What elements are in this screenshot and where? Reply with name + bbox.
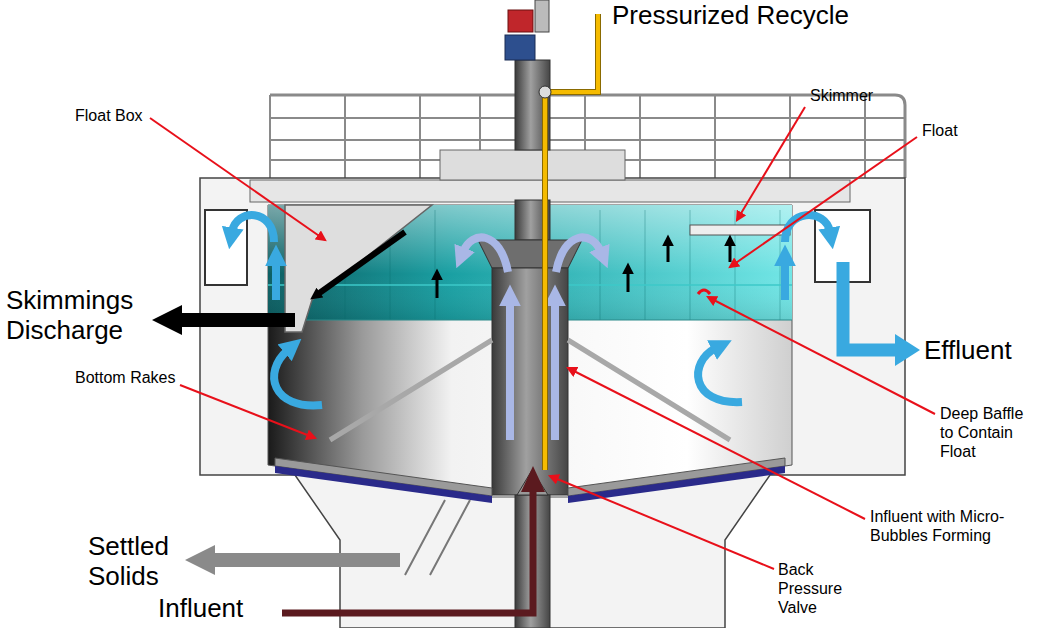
leader-lines-part	[180, 385, 315, 438]
center-well-part	[492, 268, 568, 495]
settled-solids-arrow-part	[185, 545, 400, 575]
float-box-part	[285, 205, 432, 332]
recycle-pipe	[539, 14, 598, 470]
callout-label: Skimmings Discharge	[6, 286, 156, 346]
well-flow-arrows-part	[551, 302, 559, 440]
callout-label: Influent with Micro-Bubbles Forming	[870, 507, 1042, 545]
influent-arrow-part	[521, 466, 545, 492]
well-flow-arrows-part	[506, 302, 514, 440]
float-arrows	[437, 244, 730, 298]
effluent-arrows-part	[698, 348, 742, 402]
walkway-drive	[250, 0, 850, 202]
handrail-part	[270, 139, 905, 141]
walkway-drive-part	[440, 150, 625, 180]
float-box-part	[690, 225, 790, 235]
leader-lines-part	[737, 107, 805, 220]
callout-label: Bottom Rakes	[75, 368, 175, 387]
float-arrows-part	[729, 244, 732, 262]
bottom-rakes-part	[275, 466, 492, 503]
tank-interior	[268, 205, 792, 497]
influent-arrow	[282, 466, 545, 613]
callout-label: Deep Baffle to Contain Float	[940, 404, 1040, 462]
recycle-pipe-part	[545, 14, 598, 470]
walkway-drive-part	[535, 0, 549, 32]
float-arrows-part	[627, 272, 630, 292]
effluent-arrows	[232, 215, 897, 405]
float-arrows-part	[436, 278, 439, 298]
recycle-pipe-part	[545, 14, 598, 470]
leader-lines-part	[568, 368, 865, 519]
settled-solids-arrow-part	[405, 500, 470, 575]
influent-arrow-part	[282, 490, 533, 613]
well-flow-arrows	[463, 237, 601, 440]
settled-solids-arrow	[185, 500, 470, 575]
effluent-arrowhead	[895, 334, 920, 366]
effluent-arrows-part	[785, 215, 830, 242]
callout-label: Influent	[158, 594, 243, 623]
effluent-arrows-part	[781, 262, 789, 300]
float-arrows-part	[667, 244, 670, 262]
callout-label: Float	[922, 121, 958, 140]
baffle-mark	[698, 290, 710, 294]
callout-label: Pressurized Recycle	[612, 1, 849, 31]
bottom-rakes	[275, 340, 785, 503]
callout-label: Skimmer	[810, 86, 873, 105]
skimmings-arrow	[152, 232, 405, 335]
leader-lines	[150, 107, 935, 569]
leader-lines-part	[730, 137, 917, 267]
bottom-rakes-part	[330, 340, 730, 440]
skimmings-arrow-part	[318, 232, 405, 294]
tank-interior-part	[268, 205, 792, 497]
handrail-part	[270, 117, 905, 119]
effluent-arrows-part	[274, 350, 322, 405]
effluent-arrows-part	[843, 262, 897, 350]
well-flow-arrows-part	[463, 237, 508, 272]
callout-label: Float Box	[75, 106, 143, 125]
leader-lines-part	[550, 476, 774, 569]
walkway-drive-part	[505, 35, 535, 60]
walkway-drive-part	[508, 10, 533, 32]
effluent-arrows-part	[232, 215, 274, 242]
callout-label: Settled Solids	[88, 532, 198, 592]
effluent-arrows-part	[272, 262, 280, 300]
well-flow-arrows-part	[556, 237, 601, 272]
skimmings-arrow-part	[152, 305, 295, 335]
leader-lines-part	[150, 118, 325, 240]
recycle-pipe-part	[539, 86, 551, 98]
leader-lines-part	[708, 297, 935, 414]
callout-label: Effluent	[924, 336, 1012, 366]
callout-label: Back Pressure Valve	[778, 560, 858, 618]
